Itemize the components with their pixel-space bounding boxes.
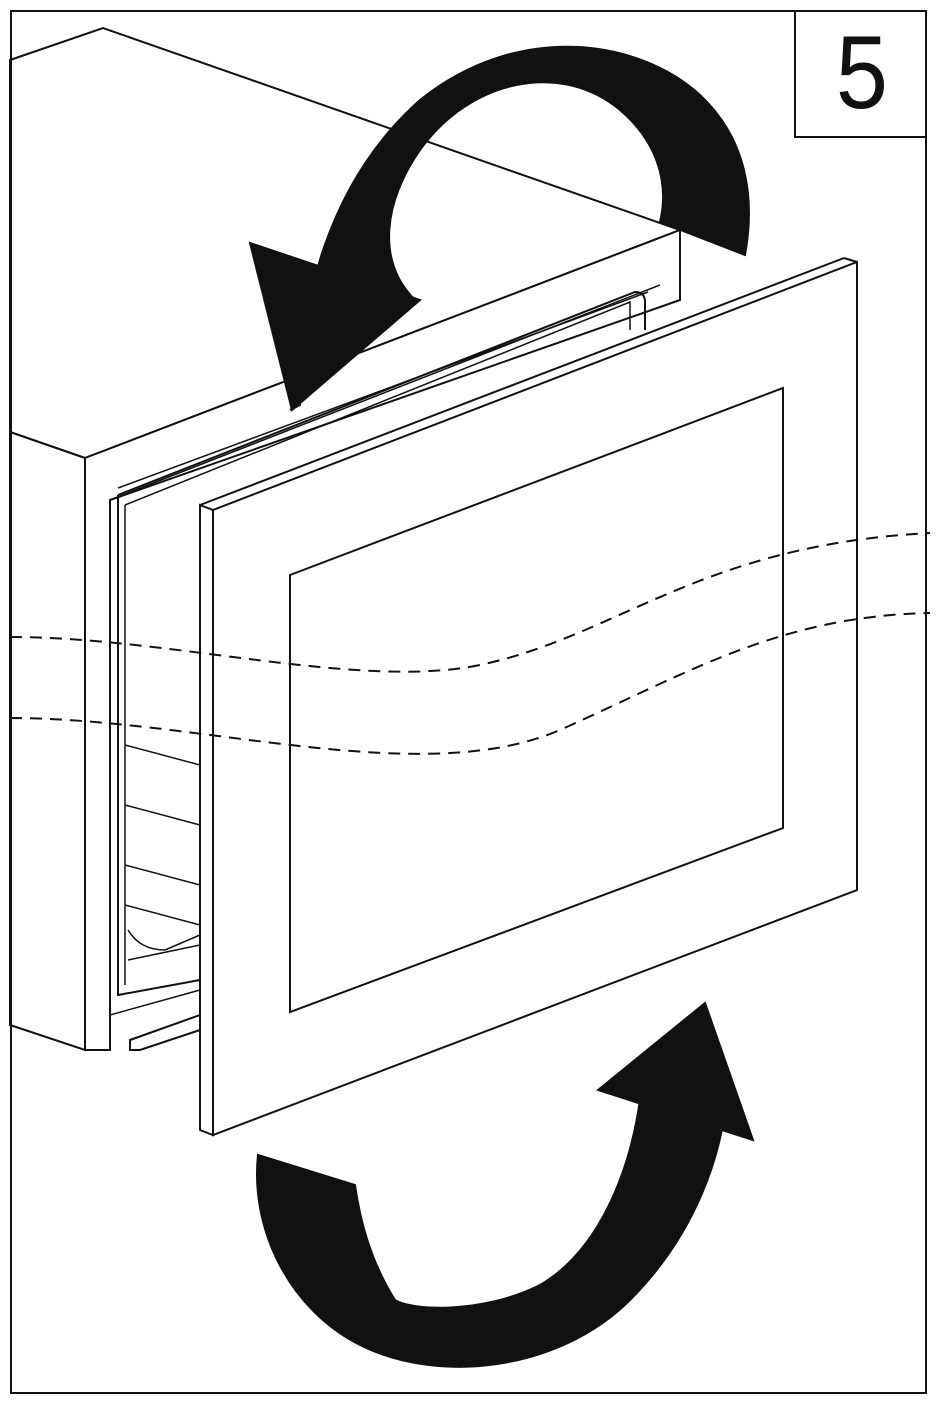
door-window — [289, 386, 784, 1014]
step-number-box: 5 — [794, 10, 927, 138]
cavity-shelf-line — [124, 744, 201, 766]
step-number: 5 — [835, 15, 888, 131]
appliance-side-face — [9, 430, 86, 1052]
rotate-counterclockwise-arrow-icon — [248, 45, 750, 412]
cavity-shelf-line — [124, 804, 201, 826]
oven-cavity-opening — [117, 290, 646, 997]
cavity-tray — [124, 904, 201, 961]
cavity-shelf-line — [124, 864, 201, 886]
rotate-clockwise-arrow-icon — [256, 1001, 755, 1368]
break-line-lower — [9, 612, 931, 755]
break-line-upper — [9, 532, 931, 673]
door-panel-edge — [199, 503, 214, 1137]
hinge-plate — [129, 1013, 201, 1051]
